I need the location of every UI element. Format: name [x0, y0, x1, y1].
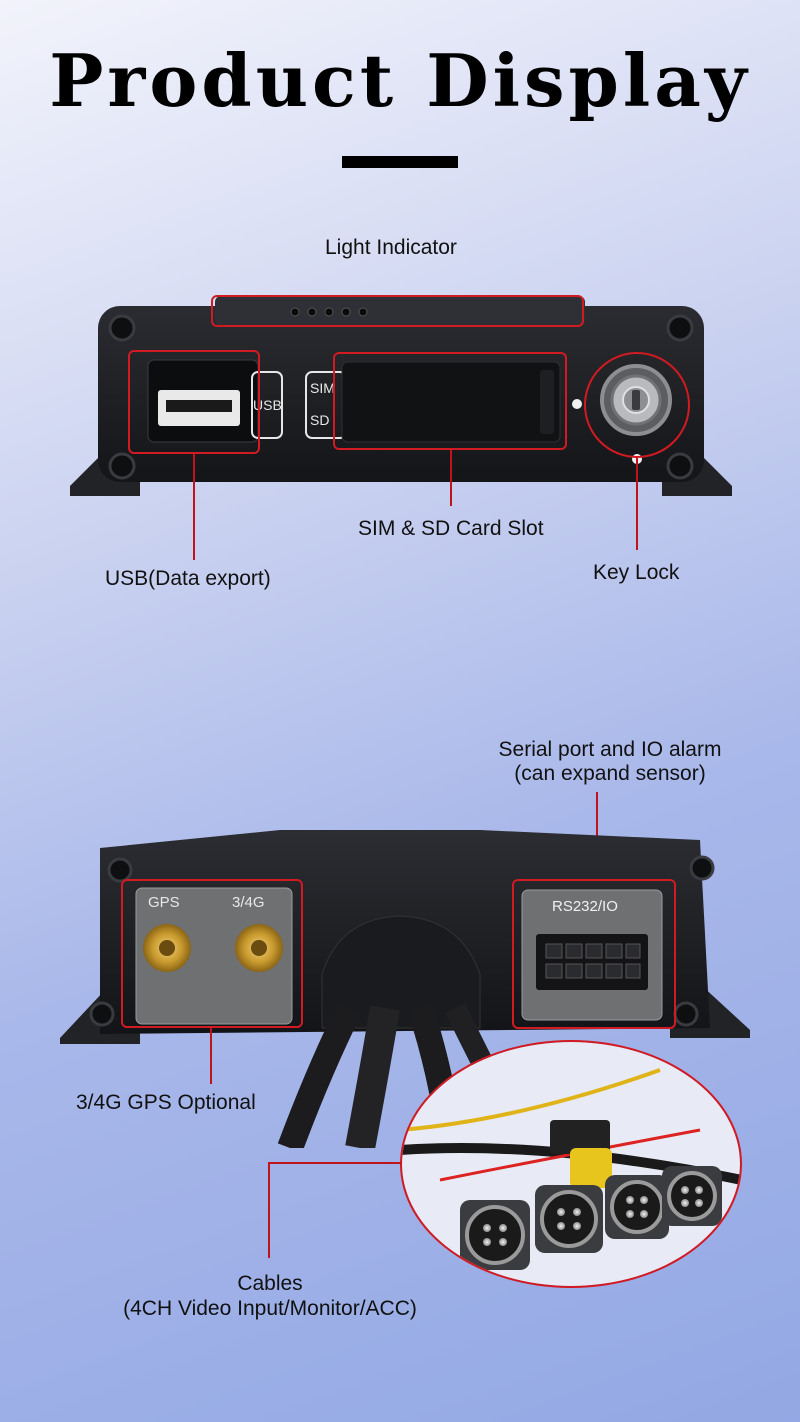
gps-highlight — [121, 879, 303, 1028]
panel-text-rs232: RS232/IO — [552, 898, 618, 915]
label-gps: 3/4G GPS Optional — [76, 1091, 256, 1114]
panel-text-gps: GPS — [148, 894, 180, 911]
cables-leader-vertical — [268, 1162, 270, 1258]
label-serial-line2: (can expand sensor) — [514, 762, 706, 785]
key-lock-highlight — [584, 352, 690, 458]
rear-panel-graphic — [60, 830, 750, 1153]
label-light-indicator: Light Indicator — [325, 236, 457, 259]
sim-sd-leader-line — [450, 450, 452, 506]
label-usb: USB(Data export) — [105, 567, 271, 590]
label-cables-line1: Cables — [237, 1272, 303, 1295]
cables-highlight — [400, 1040, 742, 1288]
label-cables-line2: (4CH Video Input/Monitor/ACC) — [123, 1297, 417, 1320]
panel-text-sim: SIM — [310, 380, 335, 396]
label-sim-sd-slot: SIM & SD Card Slot — [358, 517, 544, 540]
light-indicator-highlight — [211, 295, 584, 327]
label-key-lock: Key Lock — [593, 561, 680, 584]
label-serial-line1: Serial port and IO alarm — [498, 738, 722, 761]
gps-leader-line — [210, 1028, 212, 1084]
key-lock-leader-line — [636, 458, 638, 550]
page-title: Product Display — [49, 38, 751, 123]
usb-leader-line — [193, 454, 195, 560]
rs232-highlight — [512, 879, 676, 1029]
panel-text-3-4g: 3/4G — [232, 894, 265, 911]
usb-highlight — [128, 350, 260, 454]
title-underline — [342, 156, 458, 168]
cables-leader-horizontal — [268, 1162, 402, 1164]
sim-sd-highlight — [333, 352, 567, 450]
serial-leader-line — [596, 792, 598, 878]
panel-text-usb: USB — [253, 397, 282, 413]
rear-panel-device: GPS 3/4G RS232/IO — [60, 808, 750, 1153]
panel-text-sd: SD — [310, 412, 330, 428]
